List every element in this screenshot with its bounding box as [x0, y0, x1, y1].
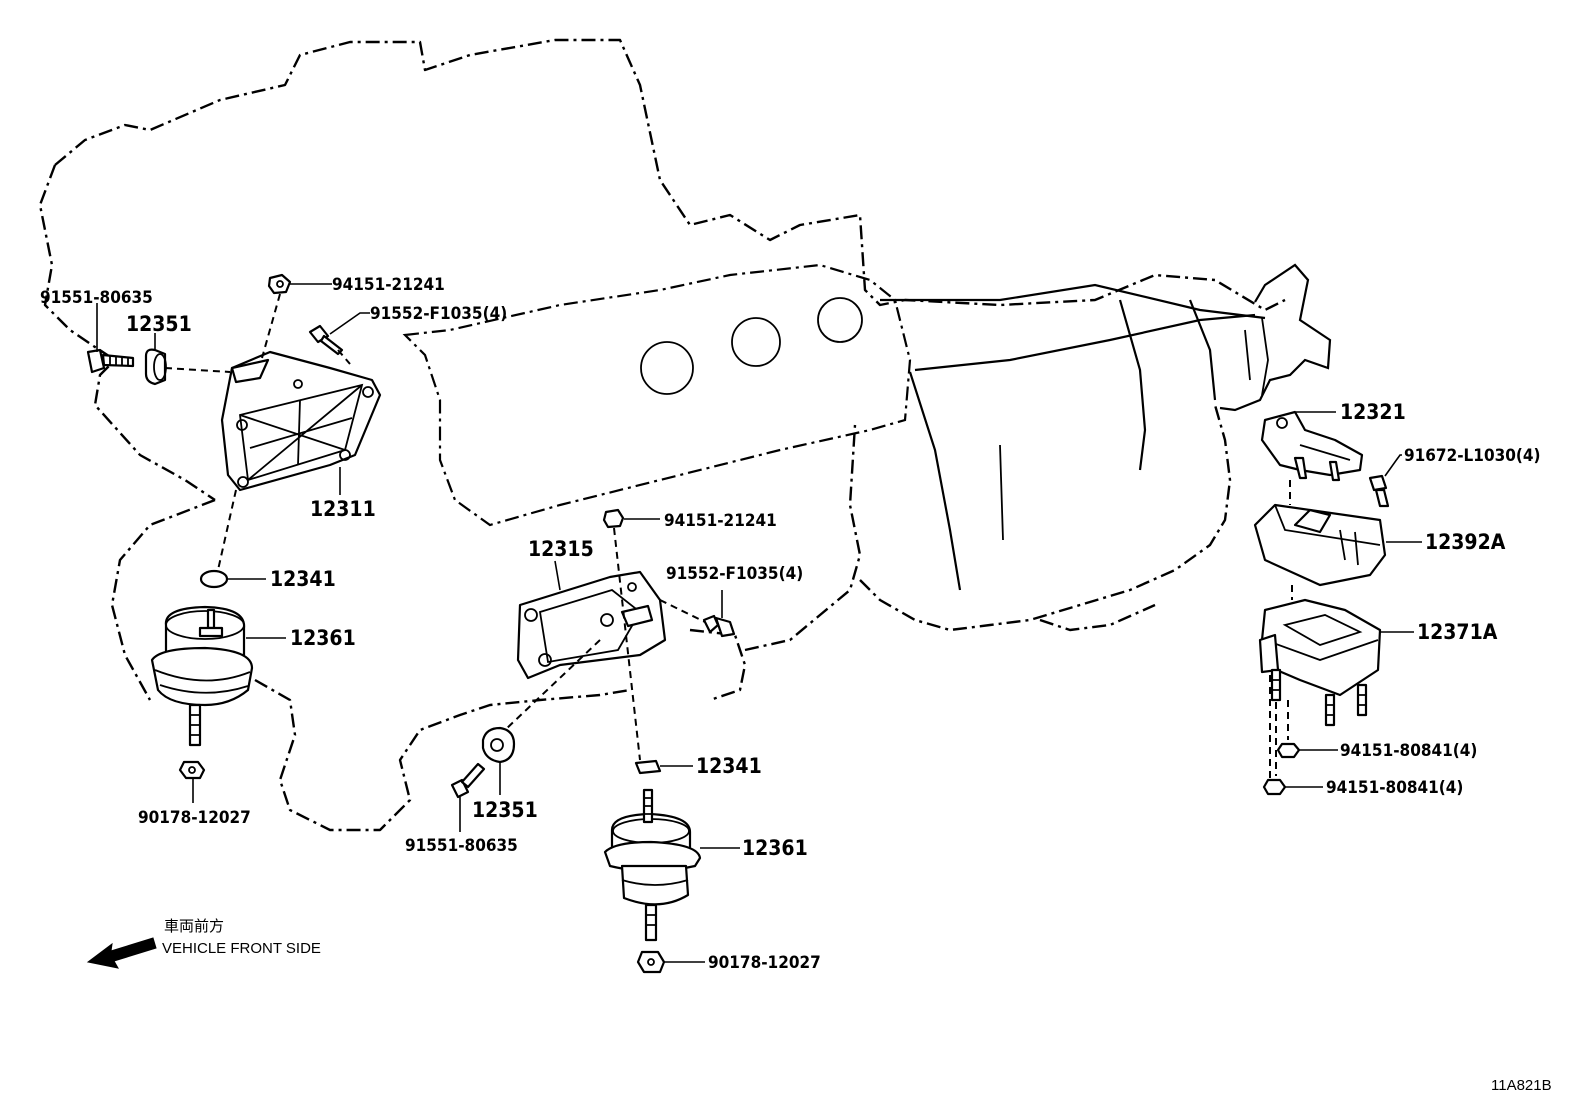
mid-bolt-91551-80635 [450, 762, 486, 799]
top-nut-94151-21241 [267, 273, 292, 295]
mid-bracket-12315 [516, 570, 667, 680]
label-rear-bracket: 12321 [1340, 400, 1406, 424]
label-bolt-mid: 91552-F1035(4) [666, 564, 803, 584]
mid-nut-90178-12027 [636, 950, 666, 974]
label-bolt-left-top: 91551-80635 [40, 288, 153, 308]
mid-stopper-12351 [481, 726, 516, 764]
label-nut-left-bottom: 90178-12027 [138, 808, 251, 828]
label-rear-mount: 12371A [1417, 620, 1498, 644]
mid-nut-94151-21241 [602, 508, 625, 529]
part-labels: 91551-80635 12351 94151-21241 91552-F103… [40, 275, 1541, 973]
rear-nut-2 [1262, 778, 1287, 796]
mid-insulator-12341 [634, 759, 662, 775]
rear-bolt-91672-L1030 [1368, 474, 1390, 508]
label-bolt-mid-bottom: 91551-80635 [405, 836, 518, 856]
vehicle-front-arrow-icon [86, 937, 157, 969]
label-bracket-right: 12315 [528, 537, 594, 561]
rear-assembly-lines [1269, 480, 1293, 780]
engine-block [402, 263, 1332, 591]
left-nut-90178-12027 [178, 760, 206, 780]
top-bolt-91552-F1035 [308, 324, 344, 356]
direction-note: 車両前方 VEHICLE FRONT SIDE [162, 918, 321, 957]
leader-lines [96, 283, 1422, 963]
label-nut-mid: 94151-21241 [664, 511, 777, 531]
label-insulator-mid: 12341 [696, 754, 762, 778]
label-mount-mid: 12361 [742, 836, 808, 860]
label-rear-nut-1: 94151-80841(4) [1340, 741, 1477, 761]
left-assembly-lines [164, 293, 351, 571]
label-bracket-left: 12311 [310, 497, 376, 521]
direction-english: VEHICLE FRONT SIDE [162, 940, 321, 957]
mid-assembly-lines [504, 527, 706, 761]
mid-bolt-91552-F1035 [702, 614, 736, 638]
label-bolt-top: 91552-F1035(4) [370, 304, 507, 324]
direction-japanese: 車両前方 [164, 918, 224, 935]
label-stopper-left: 12351 [126, 312, 192, 336]
label-stopper-mid: 12351 [472, 798, 538, 822]
label-rear-cover: 12392A [1425, 530, 1506, 554]
left-mount-12361 [150, 605, 254, 747]
left-stopper-12351 [144, 348, 167, 386]
rear-mount-12371A [1258, 598, 1382, 727]
engine-outline [38, 38, 1286, 832]
label-nut-top: 94151-21241 [332, 275, 445, 295]
label-rear-nut-2: 94151-80841(4) [1326, 778, 1463, 798]
left-bracket-12311 [220, 350, 382, 492]
left-insulator-12341 [199, 569, 229, 589]
left-bolt-91551-80635 [86, 348, 135, 374]
mid-mount-12361 [603, 788, 702, 942]
label-mount-left: 12361 [290, 626, 356, 650]
label-insulator-left: 12341 [270, 567, 336, 591]
figure-code: 11A821B [1491, 1077, 1552, 1094]
rear-cover-12392A [1253, 503, 1387, 587]
label-rear-bolt: 91672-L1030(4) [1404, 446, 1541, 466]
rear-bracket-12321 [1260, 410, 1364, 482]
label-nut-mid-bottom: 90178-12027 [708, 953, 821, 973]
rear-nut-1 [1276, 742, 1301, 759]
